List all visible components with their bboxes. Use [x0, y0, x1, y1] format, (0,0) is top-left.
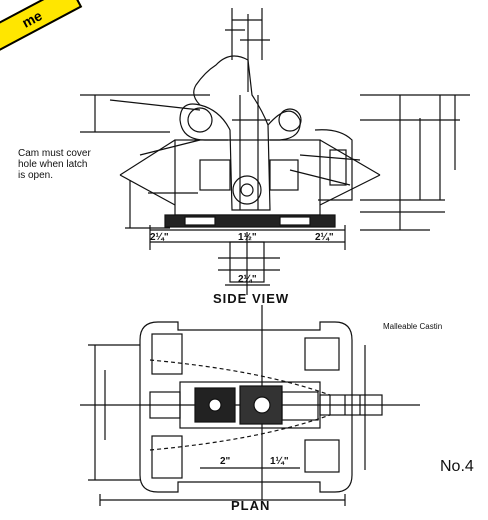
latch-body: [179, 55, 302, 211]
dim-left-span: 2¼": [150, 232, 169, 243]
leader-lines: [109, 99, 361, 186]
plan-view-dimensions: [88, 344, 366, 506]
side-view-frame: [119, 129, 381, 216]
dim-plan-left: 2": [220, 456, 231, 467]
side-view-right-dimensions: [360, 94, 470, 231]
side-view-title: SIDE VIEW: [213, 291, 290, 306]
plan-view-slots: [151, 333, 340, 479]
dim-plan-right: 1¼": [270, 456, 289, 467]
plan-view-mechanism: [149, 359, 383, 451]
drawing-number: No.4: [440, 458, 474, 475]
cam-note: Cam must cover hole when latch is open.: [18, 148, 91, 181]
side-view-left-dimensions: [80, 94, 210, 229]
stem: [218, 232, 280, 295]
dim-center-bottom: 2¼": [238, 274, 257, 285]
dim-center-small: 1½": [238, 232, 257, 243]
material-note: Malleable Castin: [383, 322, 443, 331]
base-plate: [149, 214, 346, 250]
dim-right-span: 2¼": [315, 232, 334, 243]
side-view-top-dimensions: [225, 8, 270, 92]
plan-title: PLAN: [231, 498, 271, 513]
